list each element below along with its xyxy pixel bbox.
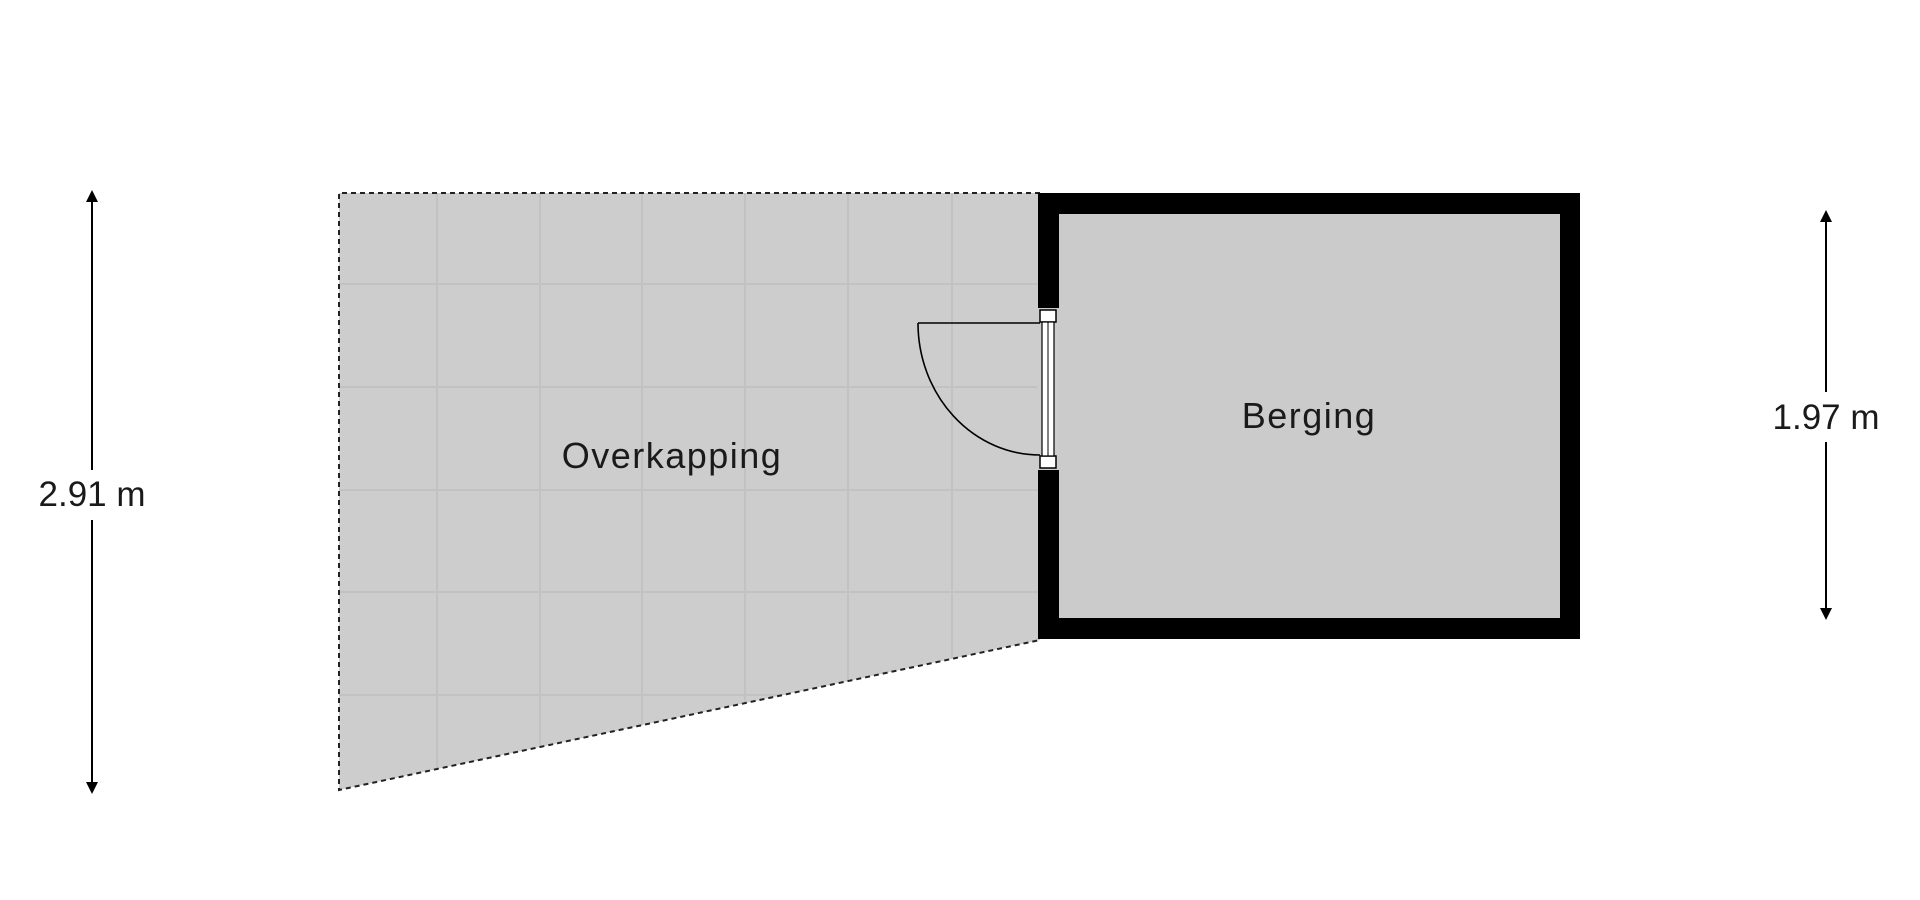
door-swing-arc (917, 322, 1041, 456)
dimension-right-label: 1.97 m (1773, 398, 1880, 437)
dimension-left-label: 2.91 m (39, 475, 146, 514)
overkapping-tile-grid (339, 193, 1040, 790)
door-frame-bottom (1039, 455, 1057, 469)
berging-label: Berging (1242, 395, 1377, 436)
dimension-right: 1.97 m (1773, 210, 1880, 620)
berging-floor (1059, 214, 1560, 618)
dimension-left: 2.91 m (39, 190, 146, 794)
overkapping-label: Overkapping (562, 435, 783, 476)
berging-room (917, 193, 1580, 639)
overkapping-area (338, 192, 1041, 792)
overkapping-floor (339, 193, 1040, 790)
door-frame-top (1039, 309, 1057, 323)
overkapping-outline (338, 192, 1041, 792)
